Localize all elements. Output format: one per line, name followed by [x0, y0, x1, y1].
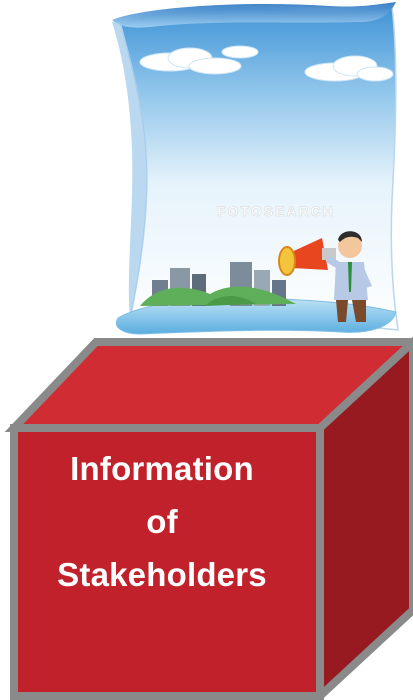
cube-label-line-3: Stakeholders: [57, 556, 267, 593]
watermark-text: FOTOSEARCH: [217, 203, 335, 219]
speaker-person: [326, 231, 372, 322]
cube-label: Information of Stakeholders: [14, 442, 310, 601]
cube-label-line-2: of: [146, 503, 178, 540]
city-buildings: [140, 262, 296, 306]
megaphone-icon: [278, 238, 336, 276]
scroll-top-curl: [112, 2, 396, 28]
cube-label-line-1: Information: [70, 450, 254, 487]
scroll-illustration: FOTOSEARCH: [112, 2, 399, 335]
clouds: [139, 45, 394, 82]
cube-front-face: [10, 424, 324, 700]
stakeholder-cube: [4, 336, 413, 700]
